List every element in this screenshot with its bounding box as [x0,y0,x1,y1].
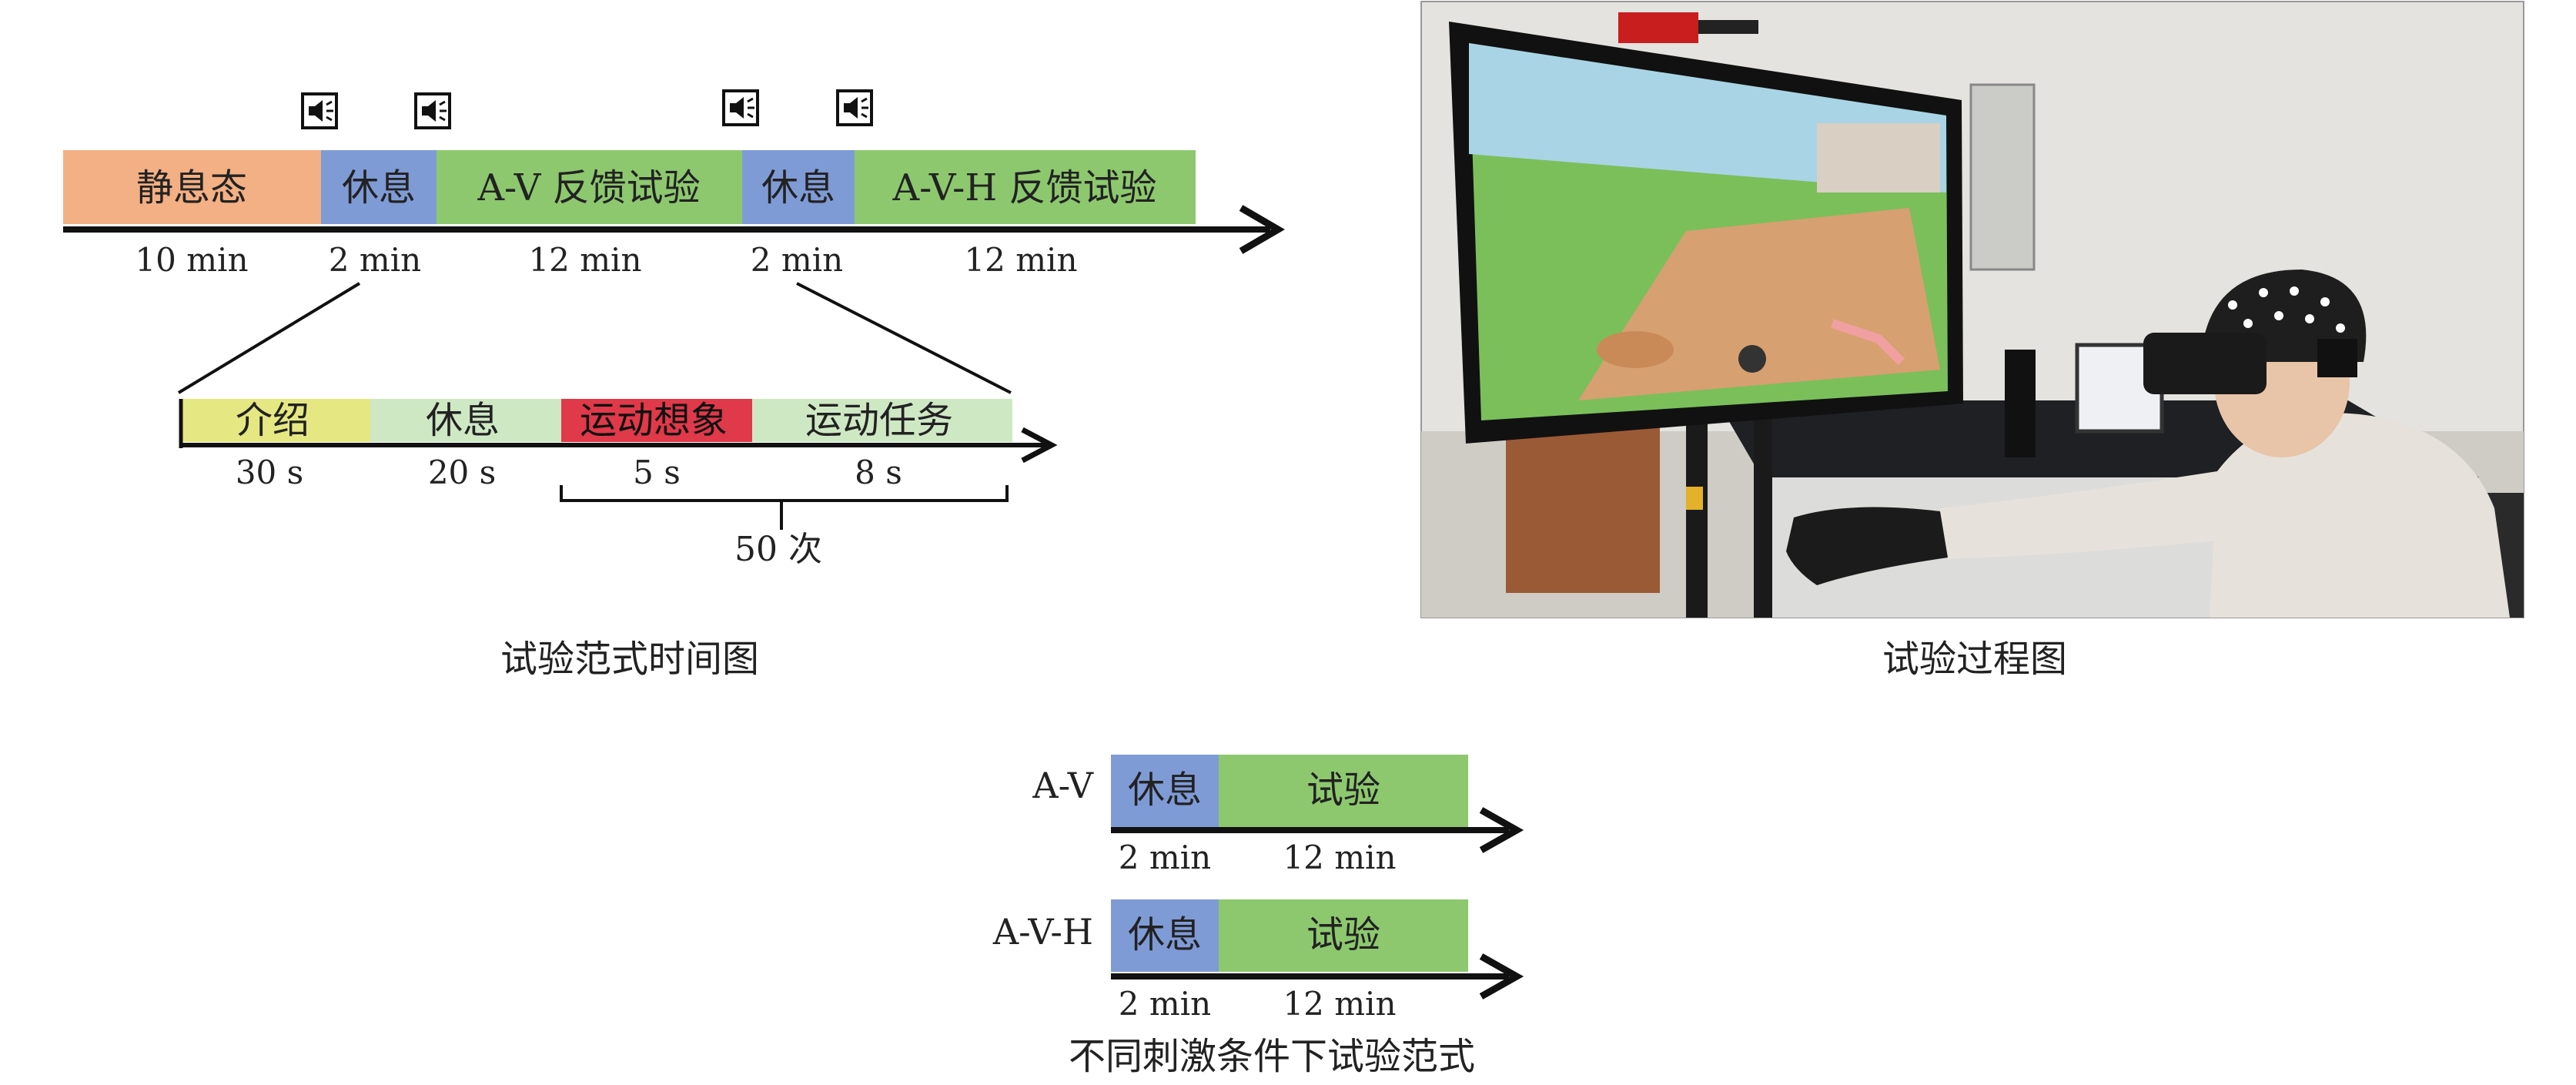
timeline-dur-avh: 12 min [964,241,1077,279]
trial-label-intro: 介绍 [236,399,309,442]
condition-avh-trial [1219,899,1468,972]
trial-detail: 介绍 休息 运动想象 运动任务 30 s 20 s 5 s 8 s 50 次 [179,399,1058,569]
trial-seg-intro [181,399,370,442]
condition-av-trial [1219,755,1468,827]
condition-av-rest-label: 休息 [1128,769,1202,812]
timeline-label-rest-state: 静息态 [136,166,247,209]
timeline-dur-av: 12 min [528,241,641,279]
speaker-icon [301,92,338,129]
speaker-icon [836,89,873,126]
timeline-seg-rest-state [63,150,321,224]
trial-label-motor-imagery: 运动想象 [580,399,728,442]
condition-avh-arrowhead [1479,953,1524,1000]
trial-dur-motor-imagery: 5 s [633,454,681,491]
participant [1786,270,2510,618]
trial-dur-rest: 20 s [428,454,496,491]
speaker-icon [722,89,759,126]
trial-seg-motor-imagery [561,399,752,442]
conditions: A-V 休息 试验 2 min 12 min A-V-H 休息 试验 2 min… [992,755,1524,1023]
trial-arrowhead [1021,427,1058,464]
condition-av-trial-label: 试验 [1306,769,1380,812]
trial-seg-rest [370,399,561,442]
conditions-caption: 不同刺激条件下试验范式 [1069,1035,1475,1078]
timeline-dur-rest-state: 10 min [135,241,248,279]
condition-av-trial-dur: 12 min [1283,839,1396,876]
speaker-icon [414,92,451,129]
condition-avh-rest-label: 休息 [1128,913,1202,956]
repeat-bracket [560,485,1009,530]
timeline-seg-rest-2 [742,150,855,224]
trial-label-rest: 休息 [426,399,500,442]
timeline-label-av: A-V 反馈试验 [477,166,700,209]
timeline: 静息态 休息 A-V 反馈试验 休息 A-V-H 反馈试验 10 min 2 m… [63,89,1285,394]
zoom-line-right [796,282,1012,394]
timeline-caption: 试验范式时间图 [500,638,759,681]
condition-av-arrowhead [1479,807,1524,853]
timeline-seg-avh [855,150,1196,224]
trial-dur-intro: 30 s [236,454,303,491]
timeline-arrowhead [1239,205,1285,254]
experiment-photo [1420,1,2524,618]
trial-dur-motor-task: 8 s [855,454,902,491]
timeline-seg-rest-1 [321,150,437,224]
timeline-dur-rest-2: 2 min [751,241,843,279]
timeline-dur-rest-1: 2 min [329,241,421,279]
timeline-label-rest-1: 休息 [342,166,416,209]
condition-avh-rest-dur: 2 min [1119,985,1211,1023]
condition-av-rest-dur: 2 min [1119,839,1211,876]
condition-av-rest [1111,755,1219,827]
condition-name-avh: A-V-H [992,911,1093,953]
repeat-label: 50 次 [734,530,822,569]
trial-label-motor-task: 运动任务 [805,399,953,442]
timeline-label-rest-2: 休息 [761,166,835,209]
zoom-line-left [177,282,361,394]
timeline-seg-av [437,150,742,224]
condition-avh-trial-dur: 12 min [1283,985,1396,1023]
condition-name-av: A-V [1032,765,1093,806]
trial-seg-motor-task [752,399,1012,442]
condition-avh-trial-label: 试验 [1306,913,1380,956]
photo-caption: 试验过程图 [1882,638,2067,681]
timeline-label-avh: A-V-H 反馈试验 [892,166,1157,209]
condition-avh-rest [1111,899,1219,972]
